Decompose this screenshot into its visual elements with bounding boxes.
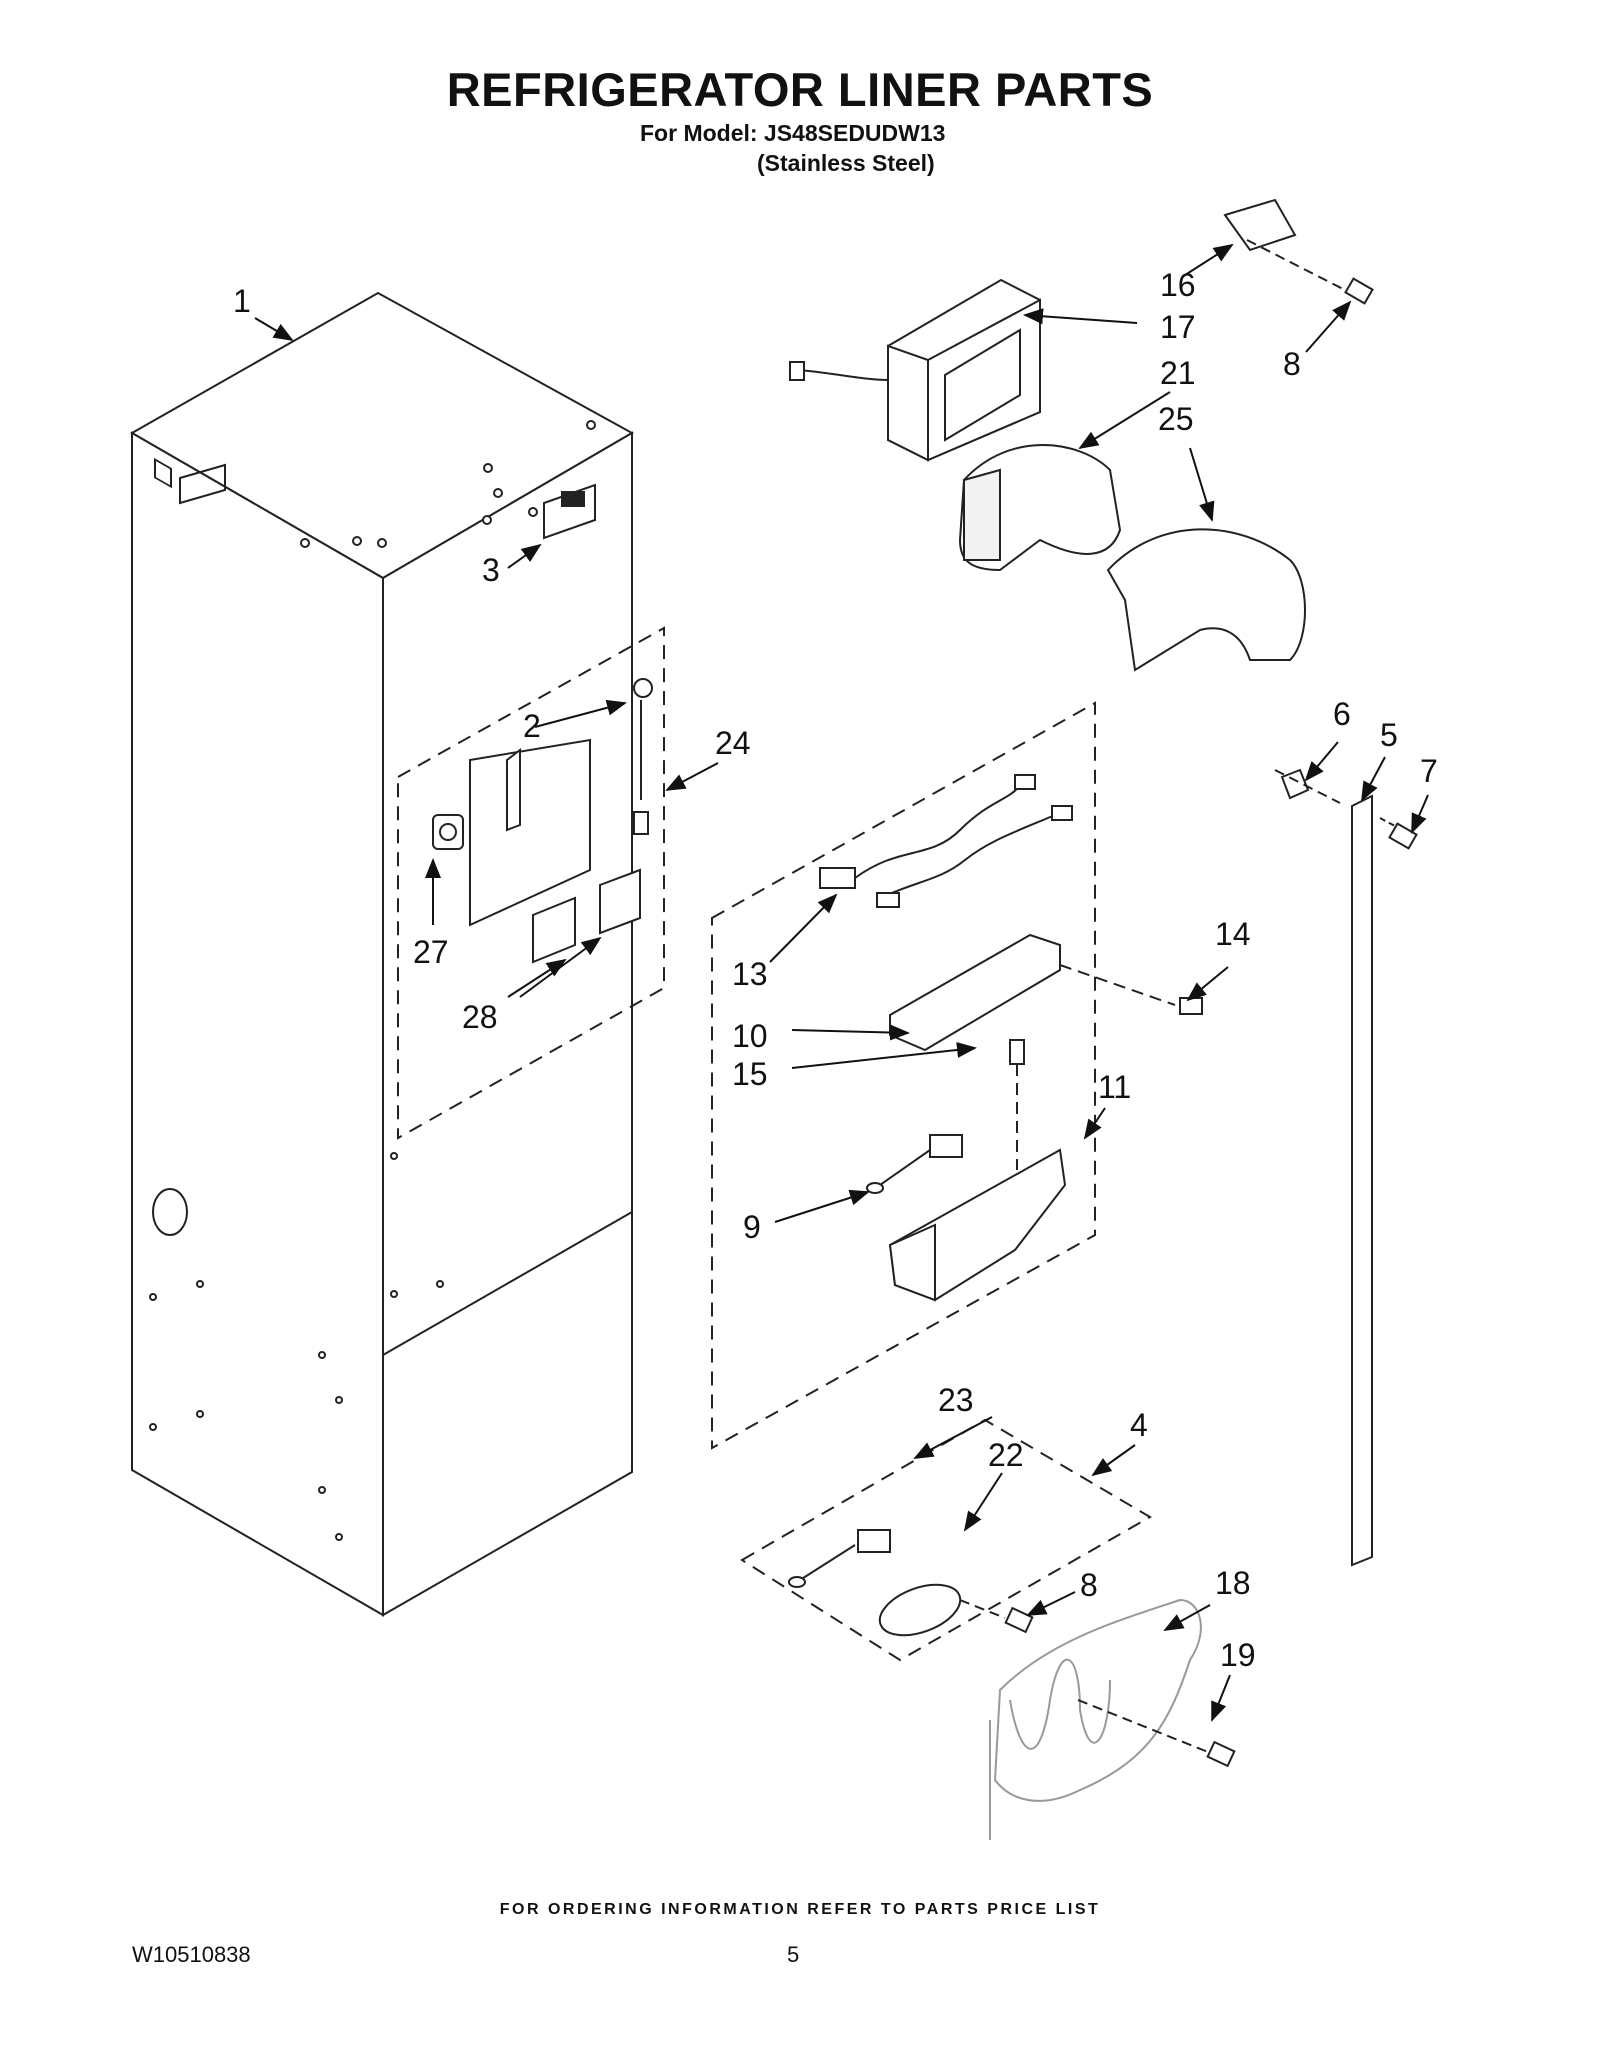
callout-17: 17: [1160, 309, 1196, 345]
model-line: For Model: JS48SEDUDW13: [640, 120, 946, 146]
callout-7: 7: [1420, 753, 1438, 789]
callout-9: 9: [743, 1209, 761, 1245]
evaporator-18: [989, 1598, 1202, 1840]
callout-4: 4: [1130, 1407, 1148, 1443]
upper-right-parts: [789, 198, 1306, 672]
callout-19: 19: [1220, 1637, 1256, 1673]
callout-5: 5: [1380, 717, 1398, 753]
callout-8-bottom: 8: [1080, 1567, 1098, 1603]
callout-8-top: 8: [1283, 346, 1301, 382]
callout-22: 22: [988, 1437, 1024, 1473]
callout-23: 23: [938, 1382, 974, 1418]
finish-line: (Stainless Steel): [757, 150, 935, 176]
callout-2: 2: [523, 708, 541, 744]
callout-28: 28: [462, 999, 498, 1035]
rail-parts: [1274, 768, 1418, 1567]
callout-25: 25: [1158, 401, 1194, 437]
callout-13: 13: [732, 956, 768, 992]
callout-15: 15: [732, 1056, 768, 1092]
detail-group-24: [397, 626, 665, 1140]
screw-8-top: [1246, 239, 1374, 305]
detail-group-4: [740, 1418, 1152, 1662]
leader-arrows: [254, 243, 1429, 1722]
callout-27: 27: [413, 934, 449, 970]
callout-3: 3: [482, 552, 500, 588]
doc-number: W10510838: [132, 1942, 251, 1967]
callout-11: 11: [1098, 1069, 1131, 1105]
callout-1: 1: [233, 283, 251, 319]
callout-16: 16: [1160, 267, 1196, 303]
callout-21: 21: [1160, 355, 1196, 391]
detail-group-center: [711, 701, 1203, 1450]
liner-cabinet: [129, 291, 635, 1617]
callout-24: 24: [715, 725, 751, 761]
page-title: REFRIGERATOR LINER PARTS: [446, 63, 1154, 116]
callout-10: 10: [732, 1018, 768, 1054]
callout-6: 6: [1333, 696, 1351, 732]
ordering-note: FOR ORDERING INFORMATION REFER TO PARTS …: [499, 1901, 1101, 1918]
screw-19: [1077, 1699, 1236, 1768]
page-number: 5: [787, 1942, 800, 1967]
callout-18: 18: [1215, 1565, 1251, 1601]
callout-14: 14: [1215, 916, 1251, 952]
callout-labels: 1 2 3 4 5 6 7 8 8 9 10 11 13 14 15 16 17…: [233, 267, 1438, 1673]
